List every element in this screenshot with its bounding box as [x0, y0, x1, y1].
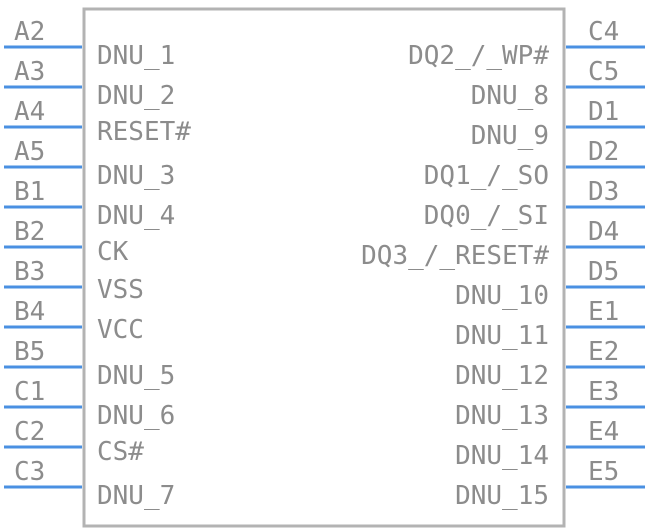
pin-number: E1: [588, 297, 619, 327]
pin-name: DQ0_/_SI: [424, 201, 549, 231]
pin-number: C1: [14, 377, 45, 407]
pin-number: C5: [588, 57, 619, 87]
pin-number: B5: [14, 337, 45, 367]
pin-number: A5: [14, 137, 45, 167]
pin-number: E4: [588, 417, 619, 447]
pin-name: DNU_7: [97, 481, 175, 511]
pin-name: CK: [97, 237, 129, 267]
right-pin-group: C4DQ2_/_WP#C5DNU_8D1DNU_9D2DQ1_/_SOD3DQ0…: [361, 17, 645, 511]
pin-number: D3: [588, 177, 619, 207]
pin-number: A2: [14, 17, 45, 47]
pin-number: A3: [14, 57, 45, 87]
pin-name: DNU_8: [471, 81, 549, 111]
pin-number: C3: [14, 457, 45, 487]
pin-number: B2: [14, 217, 45, 247]
pin-name: VSS: [97, 275, 144, 305]
pin-name: DNU_12: [455, 361, 549, 391]
pin-name: DQ2_/_WP#: [408, 41, 549, 71]
ic-body: [82, 7, 566, 528]
pin-name: RESET#: [97, 117, 191, 147]
pin-number: B4: [14, 297, 45, 327]
pin-number: E3: [588, 377, 619, 407]
pin-name: DNU_6: [97, 401, 175, 431]
pin-name: DNU_1: [97, 41, 175, 71]
pin-number: C4: [588, 17, 619, 47]
pin-number: D5: [588, 257, 619, 287]
pin-name: DQ1_/_SO: [424, 161, 549, 191]
pin-name: DNU_4: [97, 201, 175, 231]
pin-name: DNU_5: [97, 361, 175, 391]
pin-name: DNU_10: [455, 281, 549, 311]
pin-number: A4: [14, 97, 45, 127]
pin-name: DNU_13: [455, 401, 549, 431]
pin-number: B3: [14, 257, 45, 287]
pin-number: D1: [588, 97, 619, 127]
pin-name: DNU_15: [455, 481, 549, 511]
pin-number: B1: [14, 177, 45, 207]
pin-name: DNU_11: [455, 321, 549, 351]
pin-name: CS#: [97, 437, 144, 467]
pin-name: DNU_2: [97, 81, 175, 111]
pin-number: D4: [588, 217, 619, 247]
pin-number: C2: [14, 417, 45, 447]
pin-number: E5: [588, 457, 619, 487]
pin-number: D2: [588, 137, 619, 167]
pin-number: E2: [588, 337, 619, 367]
pin-name: VCC: [97, 315, 144, 345]
pin-name: DNU_3: [97, 161, 175, 191]
left-pin-group: A2DNU_1A3DNU_2A4RESET#A5DNU_3B1DNU_4B2CK…: [4, 17, 191, 511]
pin-name: DQ3_/_RESET#: [361, 241, 549, 271]
pin-name: DNU_14: [455, 441, 549, 471]
pin-name: DNU_9: [471, 121, 549, 151]
